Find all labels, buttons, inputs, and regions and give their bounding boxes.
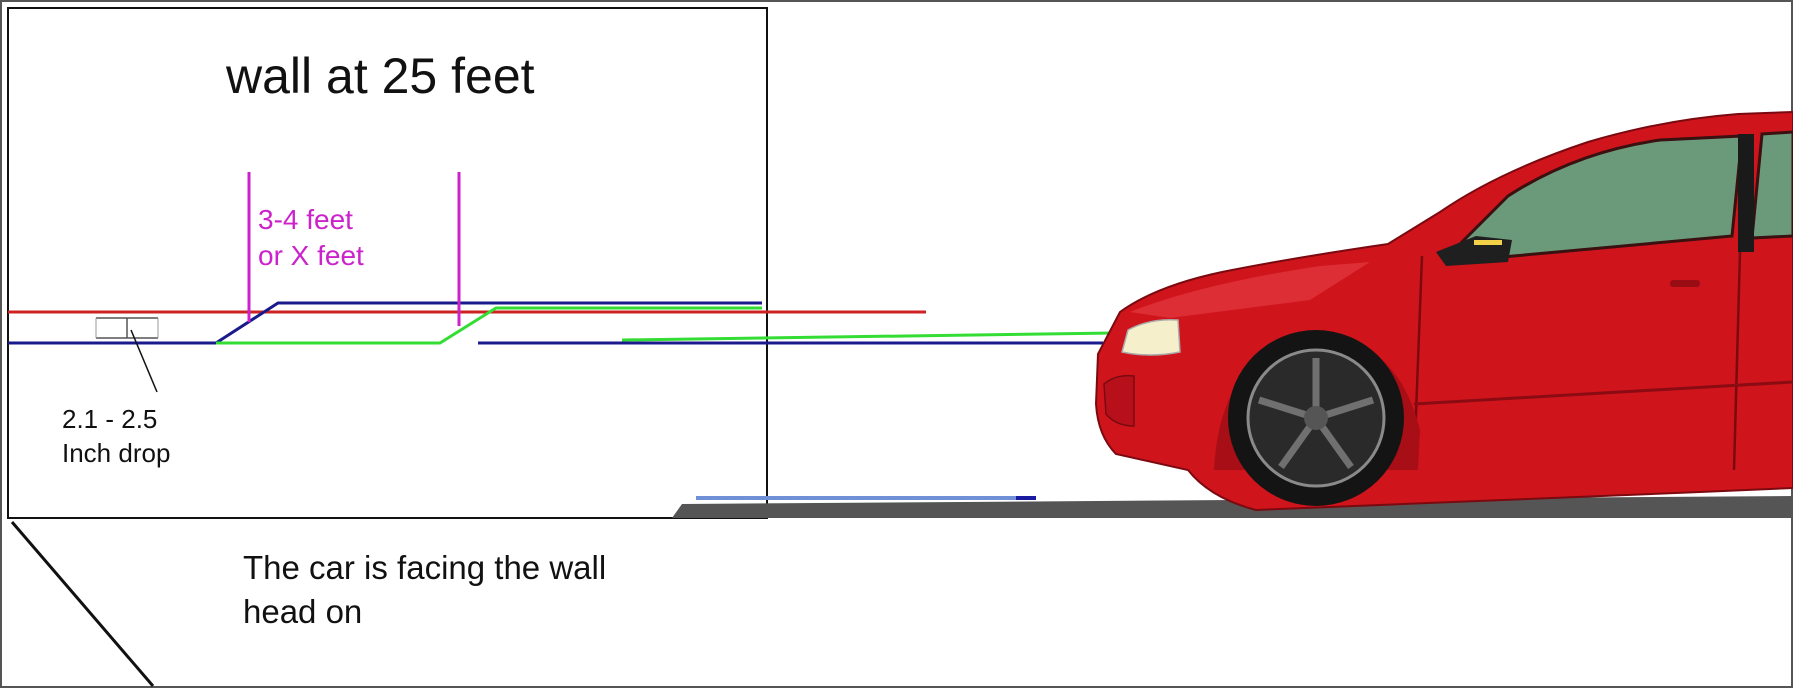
drop-line-1: 2.1 - 2.5 xyxy=(62,404,158,434)
high-beam-line-left xyxy=(216,306,762,345)
road-surface xyxy=(672,496,1793,518)
drop-label: 2.1 - 2.5 Inch drop xyxy=(62,402,170,470)
wheel-hub xyxy=(1304,406,1328,430)
drop-pointer-line xyxy=(130,329,158,393)
front-bumper xyxy=(1103,374,1135,427)
front-window xyxy=(1444,134,1744,264)
diagram-caption: The car is facing the wall head on xyxy=(243,546,606,634)
headlight xyxy=(1121,318,1181,356)
drop-measure-bracket xyxy=(95,317,159,339)
low-beam-cutoff-left xyxy=(8,301,762,345)
red-car xyxy=(1094,110,1793,512)
caption-line-1: The car is facing the wall xyxy=(243,549,607,586)
wall-title: wall at 25 feet xyxy=(226,48,535,104)
wall-panel xyxy=(7,7,768,519)
caption-line-2: head on xyxy=(243,593,363,630)
rear-window xyxy=(1750,130,1793,240)
side-trim xyxy=(1413,380,1793,406)
high-beam-line-right xyxy=(621,331,1115,342)
aim-zone-label: 3-4 feet or X feet xyxy=(258,202,364,274)
wall-perspective-line xyxy=(10,521,155,687)
door-handle xyxy=(1670,280,1700,287)
drop-line-2: Inch drop xyxy=(62,438,171,468)
aim-zone-line-2: or X feet xyxy=(258,240,364,271)
mirror-indicator xyxy=(1474,240,1502,245)
door-pillar xyxy=(1738,134,1754,252)
hood-highlight xyxy=(1130,262,1370,318)
aim-zone-line-1: 3-4 feet xyxy=(258,204,353,235)
rear-door-seam xyxy=(1732,251,1742,471)
